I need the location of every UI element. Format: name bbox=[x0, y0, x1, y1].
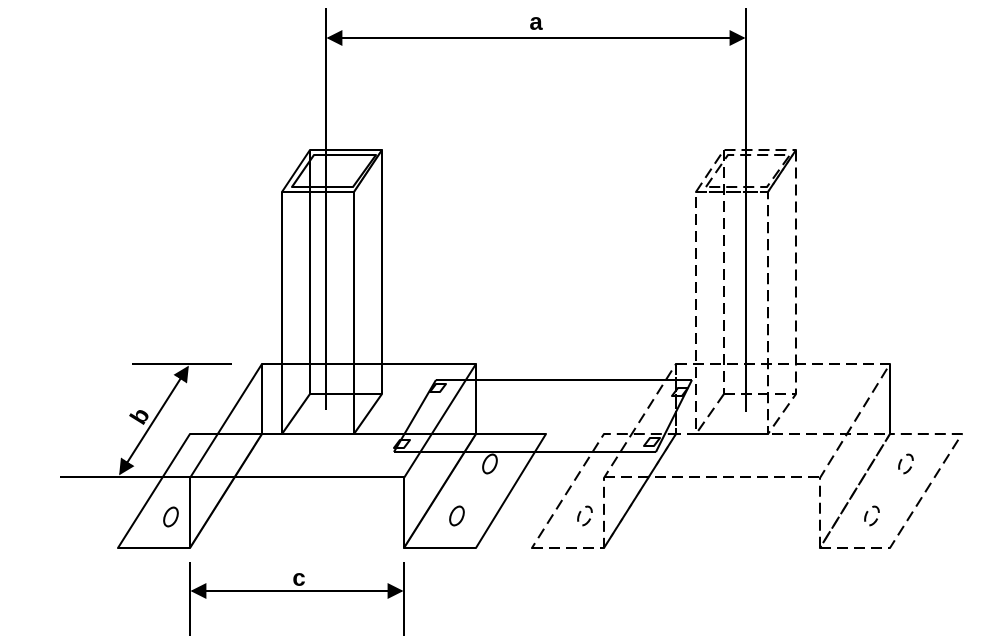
connecting-strap bbox=[394, 380, 692, 452]
dimension-a-label: a bbox=[529, 9, 543, 36]
bracket-left-web bbox=[190, 364, 262, 548]
bracket-top-plate bbox=[262, 364, 476, 434]
dimension-c-label: c bbox=[292, 565, 305, 592]
dashed-right-web bbox=[820, 364, 890, 548]
dimension-a: a bbox=[328, 9, 744, 38]
dimension-c: c bbox=[190, 562, 404, 636]
mounting-hole-icon bbox=[575, 504, 594, 527]
dashed-left-web bbox=[604, 364, 676, 548]
mounting-hole-icon bbox=[480, 452, 499, 475]
dashed-top-plate bbox=[676, 364, 890, 434]
dashed-bracket bbox=[532, 8, 962, 548]
solid-bracket bbox=[60, 8, 546, 548]
mounting-hole-icon bbox=[161, 505, 180, 528]
mounting-hole-icon bbox=[896, 452, 915, 475]
square-post bbox=[282, 150, 382, 434]
mounting-hole-icon bbox=[862, 504, 881, 527]
mounting-hole-icon bbox=[447, 504, 466, 527]
dimension-b-arrow bbox=[120, 367, 188, 474]
dashed-right-flange bbox=[820, 434, 962, 548]
